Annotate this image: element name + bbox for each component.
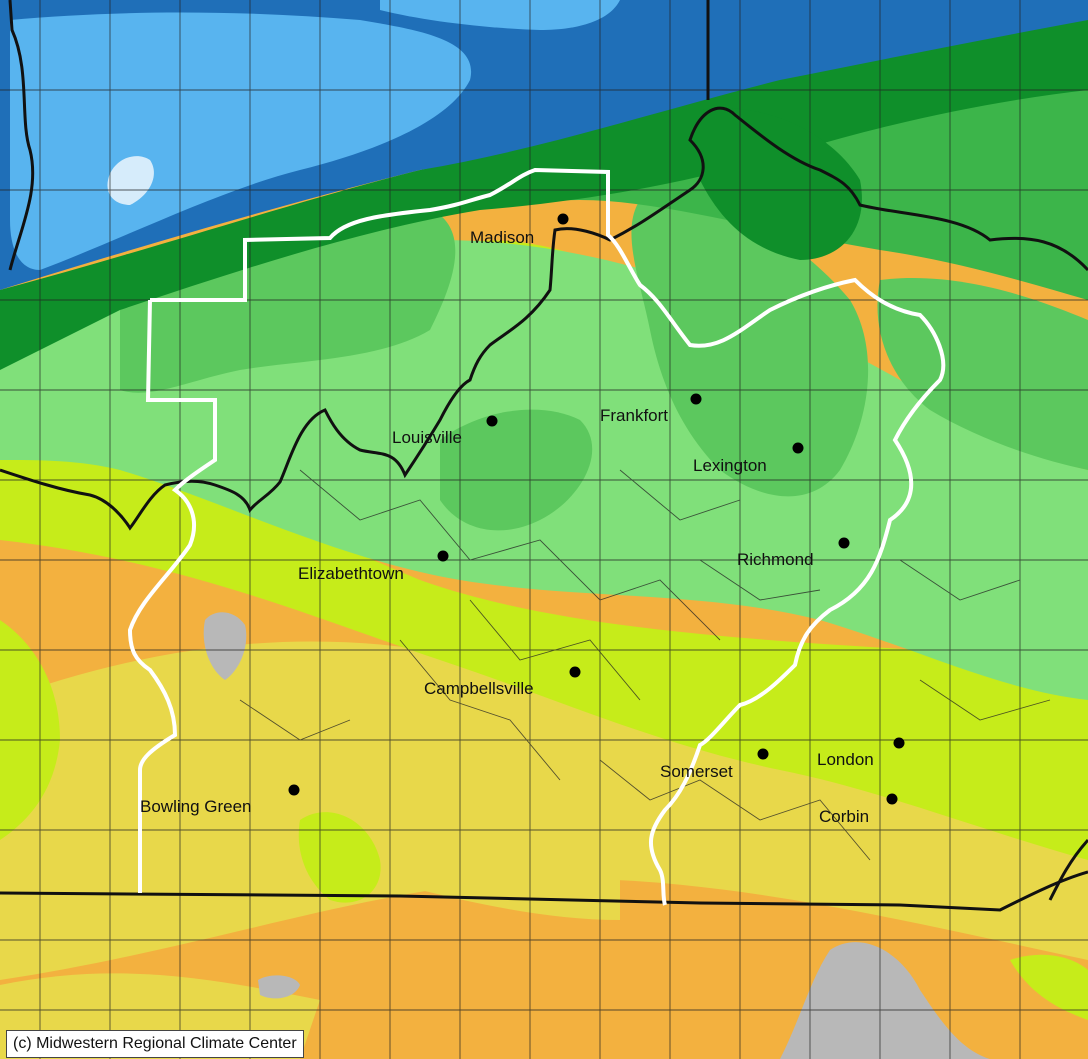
city-dot-somerset: [757, 748, 769, 760]
city-label-somerset: Somerset: [660, 762, 733, 781]
medium-green-bluegrass: [631, 198, 869, 497]
city-dot-corbin: [886, 793, 898, 805]
cwa-boundary: [127, 167, 946, 906]
ohio-river-boundary: [0, 106, 1088, 531]
missing-data-patch-south: [258, 975, 300, 999]
illinois-indiana-line: [8, 0, 35, 271]
dark-green-east-lobe: [700, 108, 862, 260]
city-dot-richmond: [838, 537, 850, 549]
city-dot-bowling-green: [288, 784, 300, 796]
city-label-richmond: Richmond: [737, 550, 814, 569]
yellow-green-band: [0, 450, 1088, 860]
city-label-madison: Madison: [470, 228, 534, 247]
pale-blue-spot: [107, 156, 154, 205]
missing-data-patch-se: [780, 942, 990, 1059]
city-label-elizabethtown: Elizabethtown: [298, 564, 404, 583]
city-label-louisville: Louisville: [392, 428, 462, 447]
city-dot-campbellsville: [569, 666, 581, 678]
medium-green-louisville: [440, 409, 593, 531]
city-label-lexington: Lexington: [693, 456, 767, 475]
yellow-green-sc: [298, 812, 381, 903]
city-dot-louisville: [486, 415, 498, 427]
copyright-credit: (c) Midwestern Regional Climate Center: [6, 1030, 304, 1058]
city-dot-london: [893, 737, 905, 749]
virginia-line: [1048, 838, 1088, 901]
yellow-green-sw: [0, 620, 60, 840]
missing-data-patch-west: [203, 612, 247, 680]
city-dot-madison: [557, 213, 569, 225]
city-dot-lexington: [792, 442, 804, 454]
light-blue-region: [10, 12, 472, 270]
city-label-frankfort: Frankfort: [600, 406, 668, 425]
tennessee-line: [0, 870, 1088, 912]
city-dot-frankfort: [690, 393, 702, 405]
state-boundaries: [0, 0, 1088, 912]
light-blue-top: [380, 0, 620, 30]
city-dot-elizabethtown: [437, 550, 449, 562]
city-label-campbellsville: Campbellsville: [424, 679, 534, 698]
yellow-green-se: [1010, 954, 1088, 1020]
city-label-london: London: [817, 750, 874, 769]
city-label-corbin: Corbin: [819, 807, 869, 826]
city-label-bowling-green: Bowling Green: [140, 797, 252, 816]
